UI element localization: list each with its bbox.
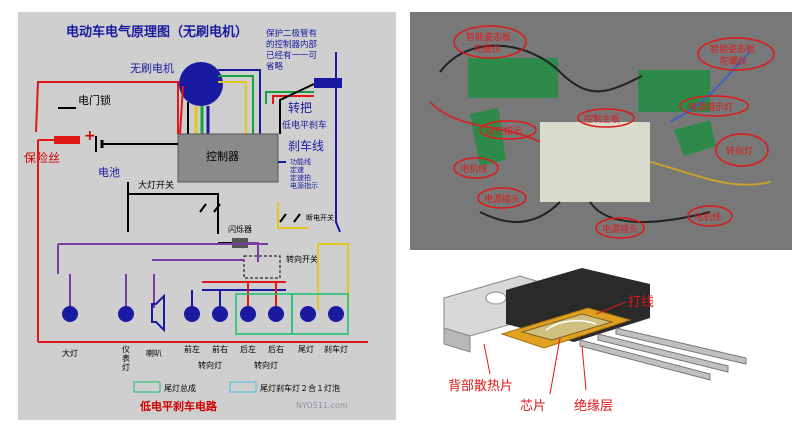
lamp-label-7: 尾灯 — [298, 344, 314, 354]
board-photo-svg: 智能姿态板 陀螺仪 智能姿态板 陀螺仪 运行指示 控制主板 电源指示灯 转向灯 … — [410, 12, 792, 250]
label-motor-wire-right: 电机线 — [687, 205, 733, 227]
label-motor-wire-left: 电机线 — [453, 157, 499, 179]
low-level-brake-label: 低电平刹车 — [282, 119, 327, 131]
lamp-label-5: 后左 — [240, 344, 256, 354]
label-chip: 芯片 — [520, 399, 546, 414]
footer-label: 低电平刹车电路 — [139, 399, 218, 413]
motor-label: 无刷电机 — [130, 61, 174, 75]
diode-note: 保护二极管有 的控制器内部 已经有一一可 省略 — [266, 28, 320, 72]
lamp-label-4: 前右 — [212, 344, 228, 354]
lamp-label-1: 仪表灯 — [122, 345, 130, 372]
meter-lamp-icon — [118, 306, 134, 322]
svg-text:陀螺仪: 陀螺仪 — [720, 55, 747, 67]
label-insulation: 绝缘层 — [574, 398, 613, 414]
svg-text:转向灯: 转向灯 — [726, 145, 753, 157]
wiring-svg: 电动车电气原理图（无刷电机） 无刷电机 保护二极管有 的控制器内部 已经有一一可… — [24, 24, 368, 413]
label-power-plug-1: 电源插头 — [477, 187, 527, 209]
rear-right-lamp-icon — [268, 306, 284, 322]
tail-lamp-group-box — [291, 293, 349, 335]
label-gyro-right: 智能姿态板 陀螺仪 — [697, 37, 775, 71]
brake-lamp-icon — [328, 306, 344, 322]
lamp-label-6: 后右 — [268, 344, 284, 354]
gyro-board-left — [468, 58, 558, 98]
label-power-plug-2: 电源插头 — [595, 217, 645, 239]
label-turn-lamp: 转向灯 — [715, 133, 769, 167]
label-heatsink: 背部散热片 — [448, 379, 513, 394]
main-board — [540, 122, 650, 202]
svg-text:电源指示灯: 电源指示灯 — [688, 101, 733, 113]
controller-box — [177, 133, 279, 183]
turn-switch-label: 转向开关 — [286, 254, 318, 264]
watermark: NYO511.com — [296, 401, 348, 410]
front-left-lamp-icon — [184, 306, 200, 322]
indicator-board-right — [674, 120, 716, 156]
door-lock-label: 电门锁 — [78, 93, 111, 107]
mosfet-diagram: 打线 背部散热片 芯片 绝缘层 — [410, 262, 792, 422]
throttle-grip-icon — [314, 78, 342, 88]
label-bond-wire: 打线 — [628, 295, 654, 310]
turn-switch-box — [243, 255, 281, 279]
legend-combo-label: 尾灯刹车灯２合１灯泡 — [260, 383, 340, 393]
lamp-label-0: 大灯 — [62, 348, 78, 358]
board-photo: 智能姿态板 陀螺仪 智能姿态板 陀螺仪 运行指示 控制主板 电源指示灯 转向灯 … — [410, 12, 792, 250]
svg-text:电源插头: 电源插头 — [602, 223, 638, 235]
svg-text:+: + — [84, 128, 96, 144]
function-lines: 功能线 定速 定速拍 电源指示 — [290, 157, 318, 190]
flasher-label: 闪烁器 — [228, 224, 252, 234]
svg-text:智能姿态板: 智能姿态板 — [466, 31, 511, 43]
lamp-label-8: 刹车灯 — [324, 344, 348, 354]
svg-text:智能姿态板: 智能姿态板 — [710, 43, 755, 55]
turn-lamp-label-1: 转向灯 — [198, 360, 222, 370]
label-power-led: 电源指示灯 — [679, 95, 749, 117]
front-right-lamp-icon — [212, 306, 228, 322]
svg-text:陀螺仪: 陀螺仪 — [474, 43, 501, 55]
svg-text:电机线: 电机线 — [694, 211, 721, 223]
brake-switch-label: 断电开关 — [306, 213, 334, 222]
legend-total-label: 尾灯总成 — [164, 383, 196, 393]
throttle-label: 转把 — [288, 100, 312, 115]
headlight-switch-label: 大灯开关 — [138, 179, 174, 191]
headlight-icon — [62, 306, 78, 322]
svg-text:电机线: 电机线 — [460, 163, 487, 175]
mosfet-svg: 打线 背部散热片 芯片 绝缘层 — [443, 268, 747, 414]
diagram-title: 电动车电气原理图（无刷电机） — [66, 24, 248, 40]
fuse-icon — [54, 136, 80, 144]
chip-die — [520, 313, 614, 341]
label-run-indicator: 运行指示 — [479, 120, 537, 140]
turn-lamp-label-2: 转向灯 — [254, 360, 278, 370]
label-gyro-left: 智能姿态板 陀螺仪 — [453, 25, 527, 59]
svg-text:控制主板: 控制主板 — [584, 113, 620, 125]
brake-wire-label: 刹车线 — [288, 138, 324, 153]
motor-icon — [179, 62, 223, 106]
rear-left-lamp-icon — [240, 306, 256, 322]
controller-label: 控制器 — [206, 149, 239, 163]
legend-total-swatch — [133, 381, 161, 393]
tail-lamp-icon — [300, 306, 316, 322]
label-main-board: 控制主板 — [577, 108, 635, 128]
battery-label: 电池 — [98, 166, 120, 179]
wiring-diagram: 电动车电气原理图（无刷电机） 无刷电机 保护二极管有 的控制器内部 已经有一一可… — [18, 12, 396, 420]
horn-icon — [151, 293, 165, 333]
fuse-label: 保险丝 — [24, 150, 60, 165]
lamp-label-3: 前左 — [184, 344, 200, 354]
legend-combo-swatch — [229, 381, 257, 393]
svg-text:运行指示: 运行指示 — [486, 125, 522, 137]
lamp-label-2: 喇叭 — [146, 348, 162, 358]
svg-text:电源插头: 电源插头 — [484, 193, 520, 205]
